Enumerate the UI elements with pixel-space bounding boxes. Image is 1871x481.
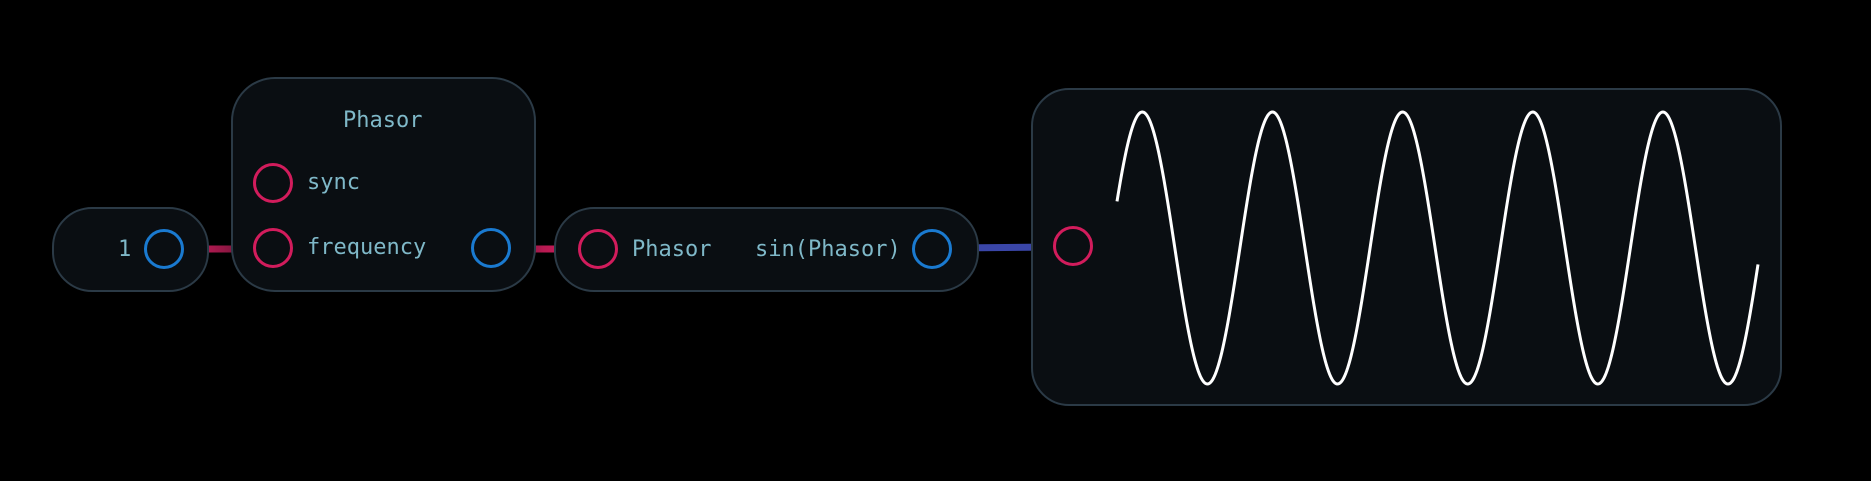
phasor-frequency-input-port[interactable] (253, 228, 293, 268)
sin-output-label: sin(Phasor) (755, 237, 901, 262)
phasor-node-title: Phasor (343, 108, 423, 133)
scope-node[interactable] (1031, 88, 1782, 406)
sine-waveform (1115, 109, 1759, 386)
sin-output-port[interactable] (912, 229, 952, 269)
phasor-frequency-label: frequency (307, 235, 427, 260)
phasor-sync-label: sync (307, 170, 360, 195)
sin-input-port[interactable] (578, 229, 618, 269)
phasor-output-port[interactable] (471, 228, 511, 268)
constant-node[interactable]: 1 (52, 207, 209, 292)
scope-input-port[interactable] (1053, 226, 1093, 266)
constant-value: 1 (118, 237, 132, 262)
sin-node[interactable]: Phasor sin(Phasor) (554, 207, 979, 292)
constant-output-port[interactable] (144, 229, 184, 269)
phasor-node[interactable]: Phasor sync frequency (231, 77, 536, 292)
sin-input-label: Phasor (632, 237, 712, 262)
phasor-sync-input-port[interactable] (253, 163, 293, 203)
scope-waveform-display (1115, 109, 1759, 386)
